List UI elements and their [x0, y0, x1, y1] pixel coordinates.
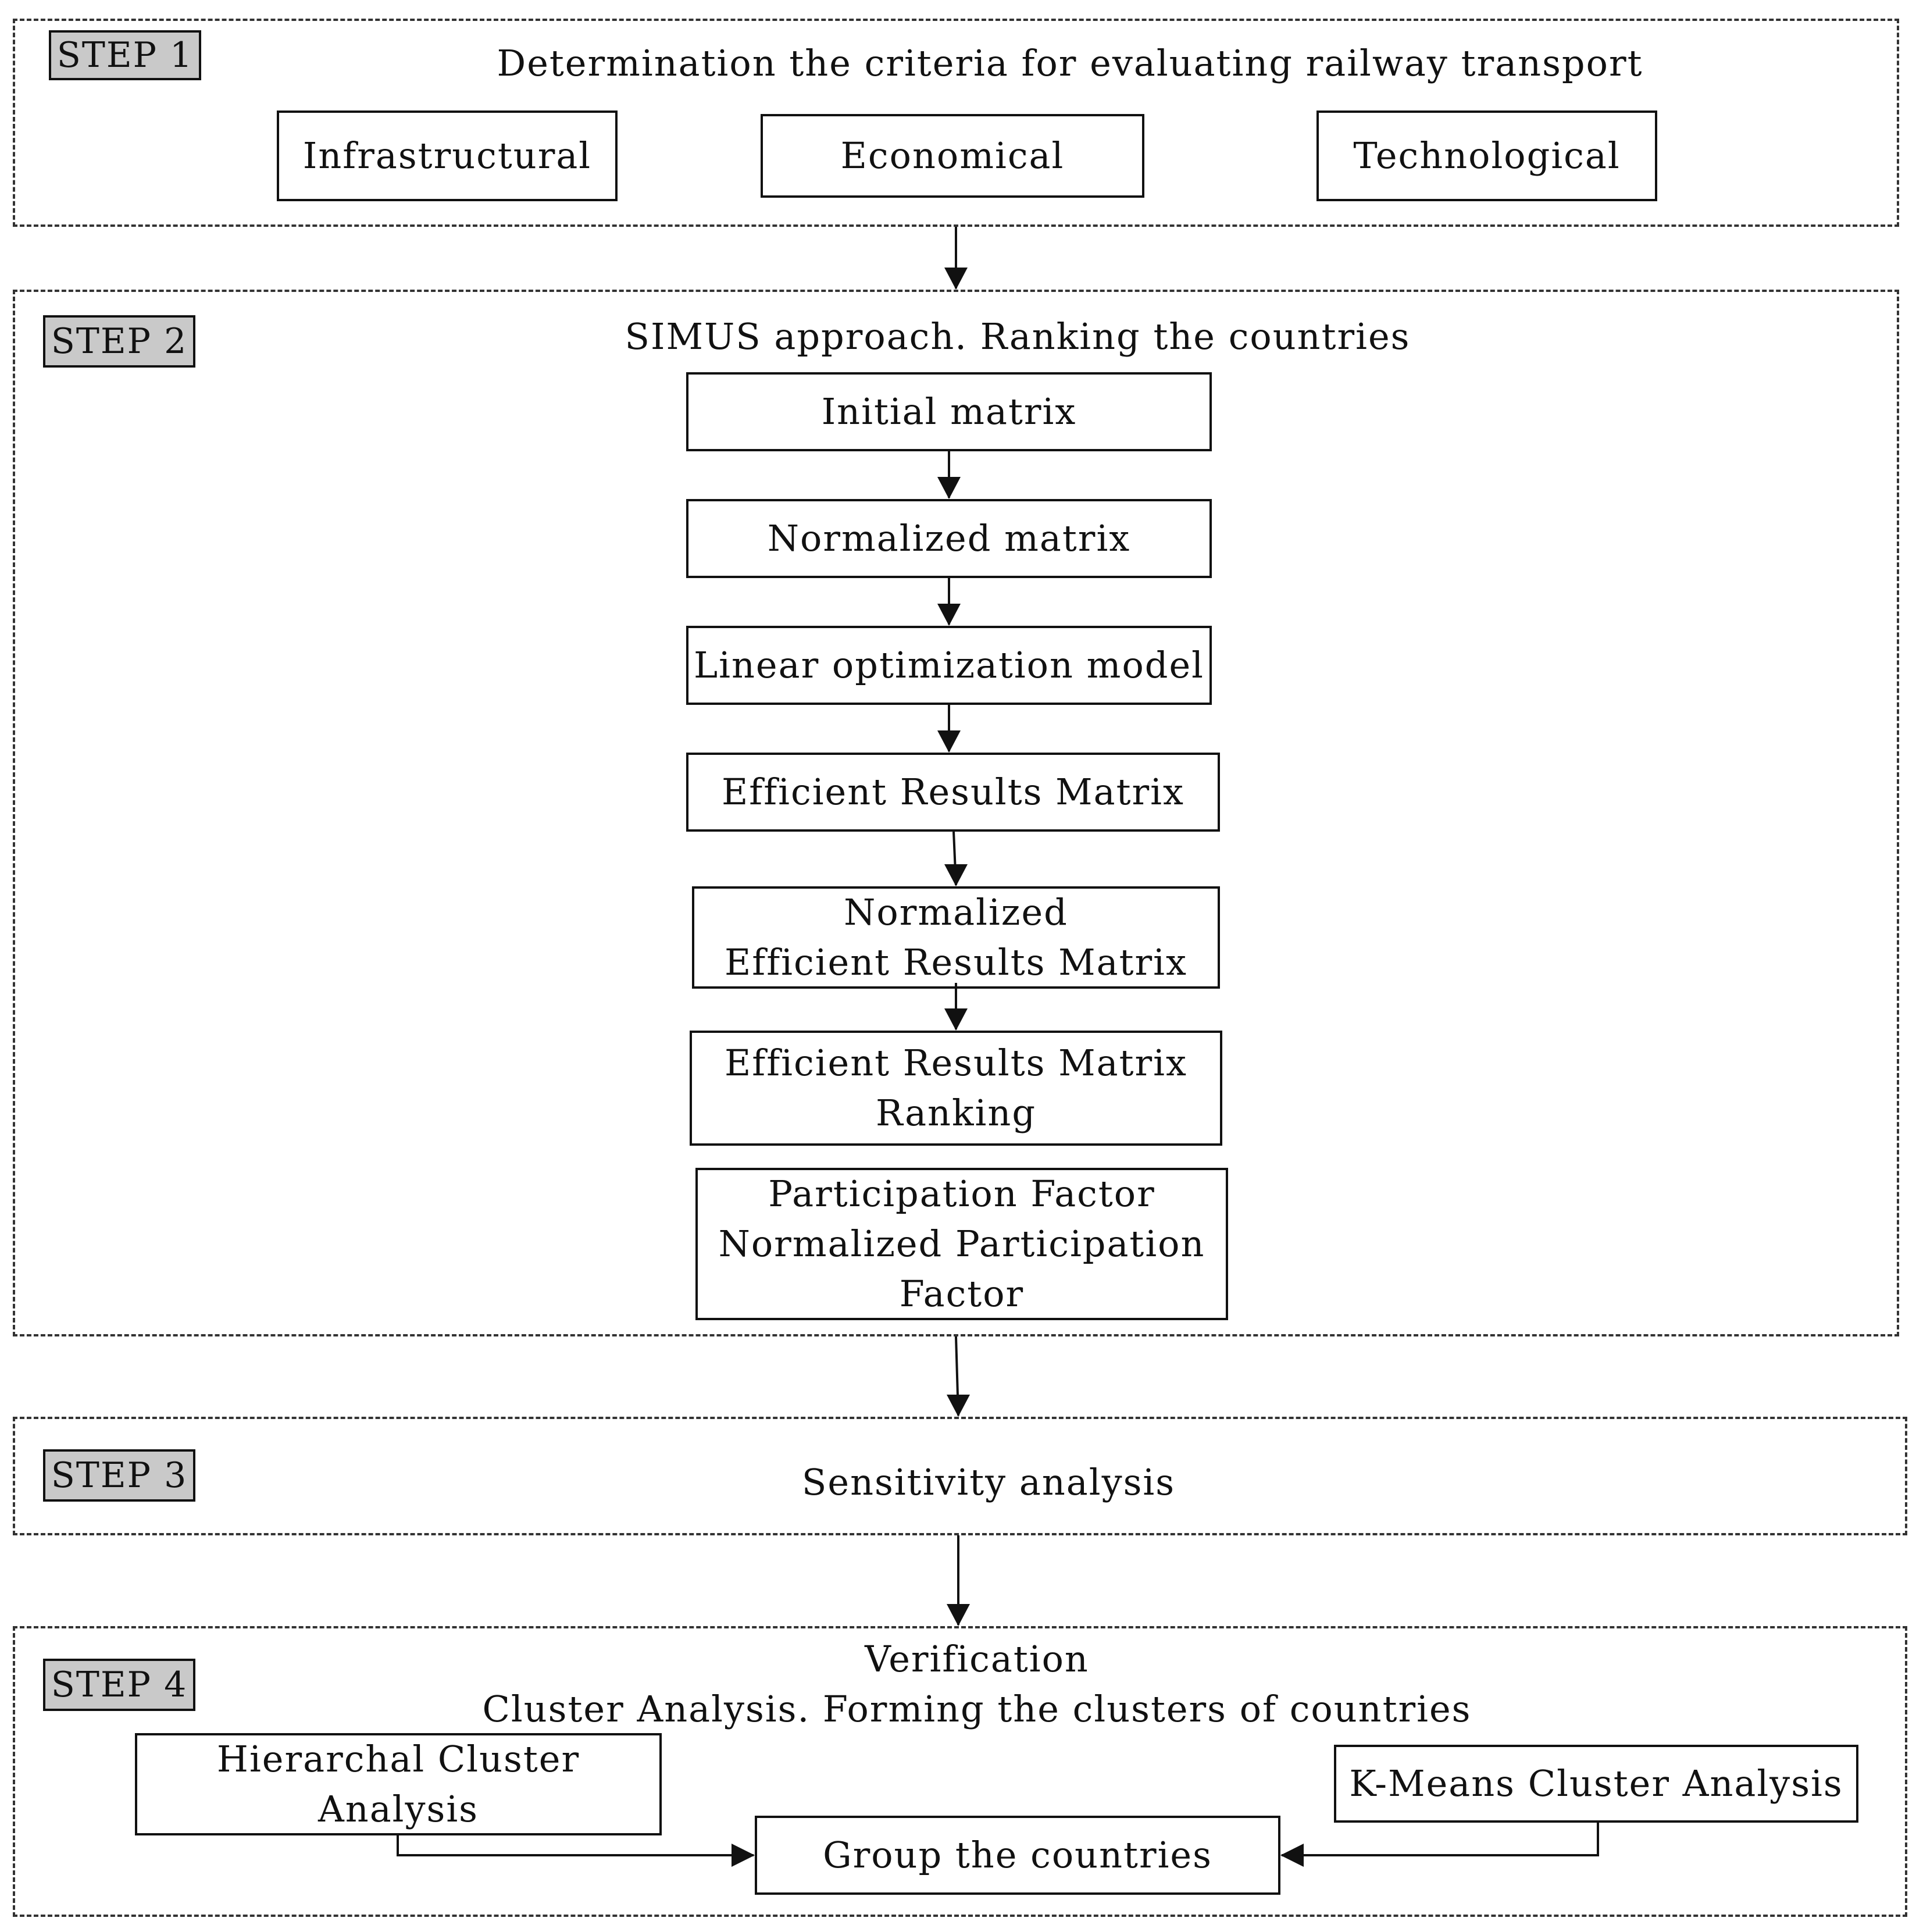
criteria-economical: Economical	[761, 114, 1144, 198]
arrowhead-step2-step3	[947, 1395, 970, 1417]
step2-panel	[13, 290, 1899, 1336]
efficient-results-matrix-box: Efficient Results Matrix	[686, 753, 1220, 832]
arrowhead-normalizedefficient-ranking	[944, 1008, 968, 1031]
arrowhead-kmeans-group	[1280, 1844, 1304, 1867]
arrow-hierarchal-group	[397, 1835, 754, 1856]
normalized-matrix-box: Normalized matrix	[686, 499, 1212, 578]
step3-panel	[13, 1417, 1907, 1535]
step1-panel	[13, 19, 1899, 227]
k-means-cluster-analysis-box: K-Means Cluster Analysis	[1334, 1745, 1858, 1823]
arrowhead-efficient-normalizedefficient	[944, 864, 968, 886]
initial-matrix-box: Initial matrix	[686, 372, 1212, 451]
step4-panel	[13, 1626, 1907, 1917]
arrowhead-step1-step2	[944, 268, 968, 290]
normalized-efficient-results-matrix-box: Normalized Efficient Results Matrix	[692, 886, 1220, 989]
step2-label: STEP 2	[43, 315, 195, 368]
efficient-results-matrix-ranking-box: Efficient Results Matrix Ranking	[690, 1031, 1222, 1146]
arrowhead-hierarchal-group	[732, 1844, 755, 1867]
arrowhead-initial-normalized	[937, 477, 961, 499]
step1-label: STEP 1	[49, 30, 201, 80]
arrowhead-linear-efficient	[937, 730, 961, 753]
step3-label: STEP 3	[43, 1449, 195, 1502]
step1-heading: Determination the criteria for evaluatin…	[497, 42, 1643, 84]
linear-optimization-model-box: Linear optimization model	[686, 626, 1212, 705]
criteria-infrastructural: Infrastructural	[277, 110, 618, 201]
group-the-countries-box: Group the countries	[755, 1816, 1280, 1895]
participation-factor-box: Participation Factor Normalized Particip…	[695, 1168, 1228, 1320]
arrowhead-normalized-linear	[937, 604, 961, 626]
hierarchal-cluster-analysis-box: Hierarchal Cluster Analysis	[135, 1733, 662, 1835]
step2-heading: SIMUS approach. Ranking the countries	[625, 315, 1411, 358]
step4-label: STEP 4	[43, 1659, 195, 1711]
step4-heading: Verification Cluster Analysis. Forming t…	[482, 1638, 1472, 1730]
criteria-technological: Technological	[1316, 110, 1657, 201]
arrowhead-step3-step4	[947, 1604, 970, 1626]
step3-heading: Sensitivity analysis	[801, 1461, 1176, 1503]
arrow-kmeans-group	[1282, 1823, 1599, 1856]
